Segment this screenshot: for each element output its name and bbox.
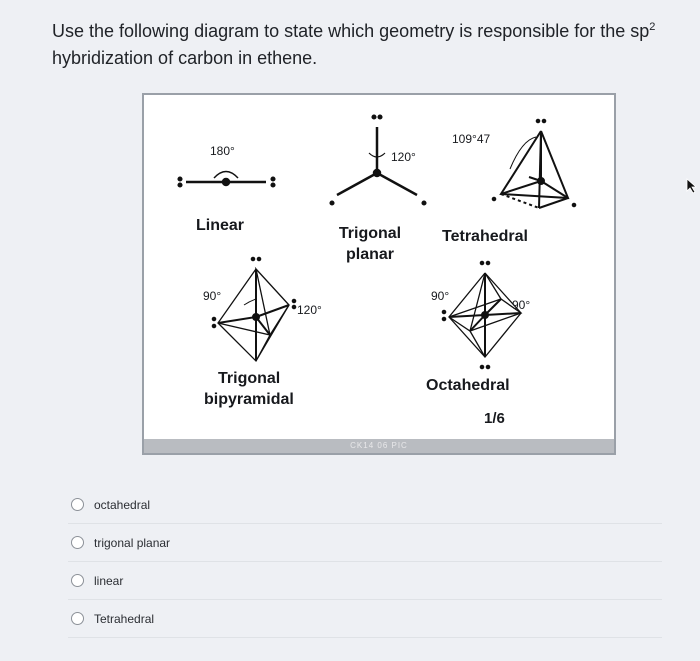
molecular-shapes-drawing <box>177 114 577 370</box>
octahedral-right-angle-label: 90° <box>512 298 531 312</box>
radio-button[interactable] <box>71 612 84 625</box>
tetrahedral-molecule <box>491 118 577 209</box>
option-tetrahedral[interactable]: Tetrahedral <box>68 600 662 638</box>
linear-molecule <box>177 170 276 188</box>
trigonal-bipyramidal-molecule <box>211 256 297 363</box>
trigonal-planar-angle-label: 120° <box>391 150 416 164</box>
octahedral-label: Octahedral <box>426 377 510 394</box>
mouse-cursor-icon <box>686 178 698 194</box>
question-superscript: 2 <box>649 21 656 33</box>
question-line-2: hybridization of carbon in ethene. <box>52 48 318 68</box>
tetrahedral-label: Tetrahedral <box>442 228 528 245</box>
option-label: Tetrahedral <box>94 611 155 626</box>
tetrahedral-angle-label: 109°47 <box>452 132 491 146</box>
tbp-label-line1: Trigonal <box>218 370 281 387</box>
vsepr-geometry-figure: 180° 120° 109°47 Linear Trigonal planar … <box>142 93 616 455</box>
octahedral-left-angle-label: 90° <box>431 289 450 303</box>
page-marker: 1/6 <box>484 410 505 427</box>
question-text: Use the following diagram to state which… <box>52 14 672 72</box>
octahedral-molecule <box>441 260 523 370</box>
tbp-axial-angle-label: 90° <box>203 289 222 303</box>
linear-label: Linear <box>196 217 245 234</box>
radio-button[interactable] <box>71 498 84 511</box>
figure-footer: CK14 06 PIC <box>144 439 614 453</box>
option-label: trigonal planar <box>94 535 171 550</box>
linear-angle-label: 180° <box>210 144 235 158</box>
trigonal-planar-label-line1: Trigonal <box>338 225 402 242</box>
option-label: linear <box>94 573 124 588</box>
option-label: octahedral <box>94 497 151 512</box>
answer-options: octahedral trigonal planar linear Tetrah… <box>68 486 662 638</box>
option-trigonal-planar[interactable]: trigonal planar <box>68 524 662 562</box>
question-line-1: Use the following diagram to state which… <box>52 21 650 41</box>
trigonal-planar-label: Trigonal planar <box>320 223 420 265</box>
tbp-label-line2: bipyramidal <box>204 391 294 408</box>
trigonal-planar-label-line2: planar <box>345 246 394 263</box>
trigonal-bipyramidal-label: Trigonal bipyramidal <box>204 368 324 410</box>
tbp-equatorial-angle-label: 120° <box>297 303 322 317</box>
radio-button[interactable] <box>71 574 84 587</box>
trigonal-planar-molecule <box>329 114 427 206</box>
option-octahedral[interactable]: octahedral <box>68 486 662 524</box>
radio-button[interactable] <box>71 536 84 549</box>
option-linear[interactable]: linear <box>68 562 662 600</box>
